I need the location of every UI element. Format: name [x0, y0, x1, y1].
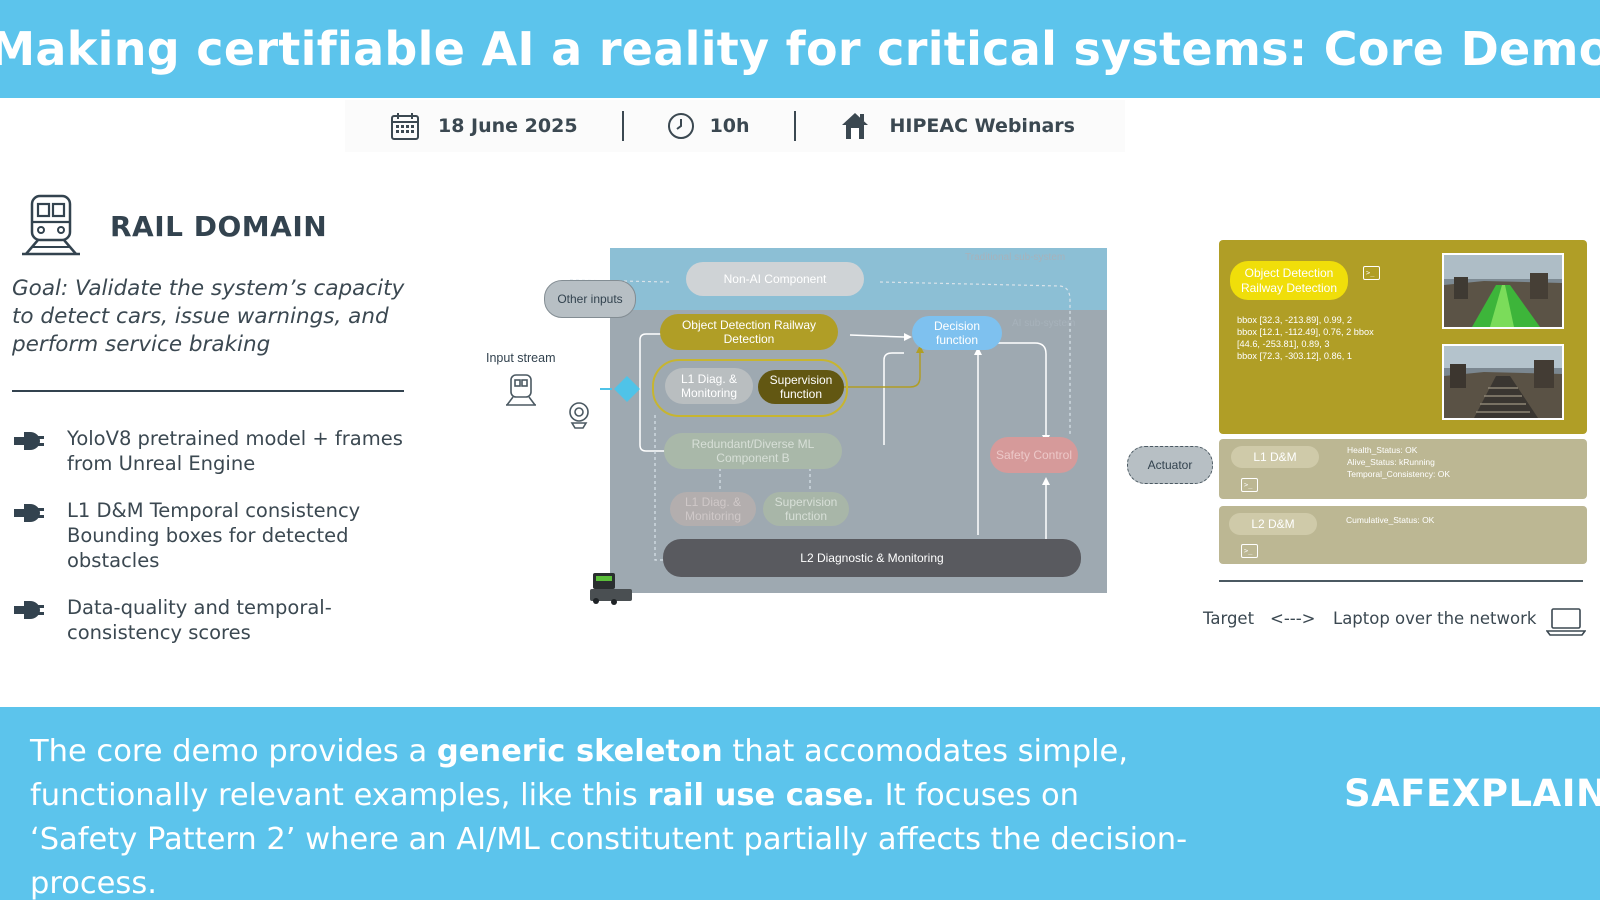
header-banner: Making certifiable AI a reality for crit…: [0, 0, 1600, 98]
list-item: YoloV8 pretrained model + frames from Un…: [12, 426, 412, 476]
info-divider: [621, 111, 624, 141]
plug-icon: [14, 504, 44, 522]
event-venue: HIPEAC Webinars: [840, 100, 1075, 152]
l2-dm-pill: L2 D&M: [1229, 513, 1317, 535]
calendar-icon: [391, 113, 419, 140]
rail-domain-title: RAIL DOMAIN: [110, 210, 328, 243]
non-ai-component-node: Non-AI Component: [686, 262, 864, 296]
bullet-text: YoloV8 pretrained model + frames from Un…: [67, 427, 403, 475]
other-inputs-node: Other inputs: [544, 280, 636, 318]
page-title: Making certifiable AI a reality for crit…: [0, 22, 1600, 76]
clock-icon: [667, 113, 694, 139]
supervision-b-node: Supervision function: [763, 492, 849, 526]
plug-icon: [14, 432, 44, 450]
terminal-icon: >_: [1241, 544, 1258, 558]
safexplain-logo: SAFEXPLAIN: [1344, 772, 1600, 815]
object-detection-node: Object Detection Railway Detection: [660, 314, 838, 350]
architecture-diagram: Traditional sub-system AI sub-system Oth…: [480, 240, 1120, 630]
target-label: Target: [1203, 609, 1255, 628]
l2-diagnostic-node: L2 Diagnostic & Monitoring: [663, 539, 1081, 577]
bbox-output: bbox [32.3, -213.89], 0.99, 2 bbox [12.1…: [1237, 315, 1374, 361]
list-item: Data-quality and temporal-consistency sc…: [12, 595, 412, 645]
ai-subsystem-label: AI sub-system: [1012, 318, 1076, 329]
object-detection-pill: Object Detection Railway Detection: [1230, 261, 1348, 300]
venue-text: HIPEAC Webinars: [889, 115, 1075, 137]
l1-diag-node: L1 Diag. & Monitoring: [665, 368, 753, 404]
terminal-icon: >_: [1363, 266, 1380, 280]
house-icon: [841, 113, 868, 139]
decision-function-node: Decision function: [912, 316, 1002, 350]
actuator-node: Actuator: [1127, 446, 1213, 484]
bullet-text: Data-quality and temporal-consistency sc…: [67, 596, 332, 644]
supervision-function-node: Supervision function: [758, 370, 844, 404]
l2-status-output: Cumulative_Status: OK: [1346, 515, 1435, 525]
divider-line: [1219, 580, 1583, 582]
date-text: 18 June 2025: [438, 115, 578, 137]
footer-banner: The core demo provides a generic skeleto…: [0, 707, 1600, 900]
divider-line: [12, 390, 404, 392]
redundant-ml-node: Redundant/Diverse ML Component B: [664, 433, 842, 469]
train-icon: [506, 374, 536, 406]
connection-arrow: <--->: [1270, 609, 1316, 628]
hardware-board-icon: [590, 573, 632, 605]
l1-dm-pill: L1 D&M: [1231, 446, 1319, 468]
laptop-label: Laptop over the network: [1333, 609, 1537, 628]
camera-frame-raw: [1442, 344, 1564, 420]
footer-description: The core demo provides a generic skeleto…: [30, 734, 1188, 900]
webcam-icon: [569, 402, 589, 429]
bullet-text: L1 D&M Temporal consistency Bounding box…: [67, 499, 361, 572]
train-icon: [22, 194, 80, 256]
traditional-subsystem-label: Traditional sub-system: [965, 252, 1066, 263]
safety-control-node: Safety Control: [990, 437, 1078, 473]
event-time: 10h: [667, 100, 750, 152]
info-divider: [793, 111, 796, 141]
goal-text: Goal: Validate the system’s capacity to …: [12, 276, 405, 357]
camera-frame-detection: [1442, 253, 1564, 329]
laptop-icon: [1546, 608, 1586, 636]
event-info-bar: 18 June 2025 10h HIPEAC Webinars: [345, 100, 1125, 152]
time-text: 10h: [709, 115, 750, 137]
list-item: L1 D&M Temporal consistency Bounding box…: [12, 498, 412, 573]
plug-icon: [14, 601, 44, 619]
l1-diag-b-node: L1 Diag. & Monitoring: [670, 492, 756, 526]
event-date: 18 June 2025: [390, 100, 578, 152]
l1-status-output: Health_Status: OK Alive_Status: kRunning…: [1347, 445, 1450, 479]
input-stream-label: Input stream: [486, 351, 556, 365]
terminal-icon: >_: [1241, 478, 1258, 492]
